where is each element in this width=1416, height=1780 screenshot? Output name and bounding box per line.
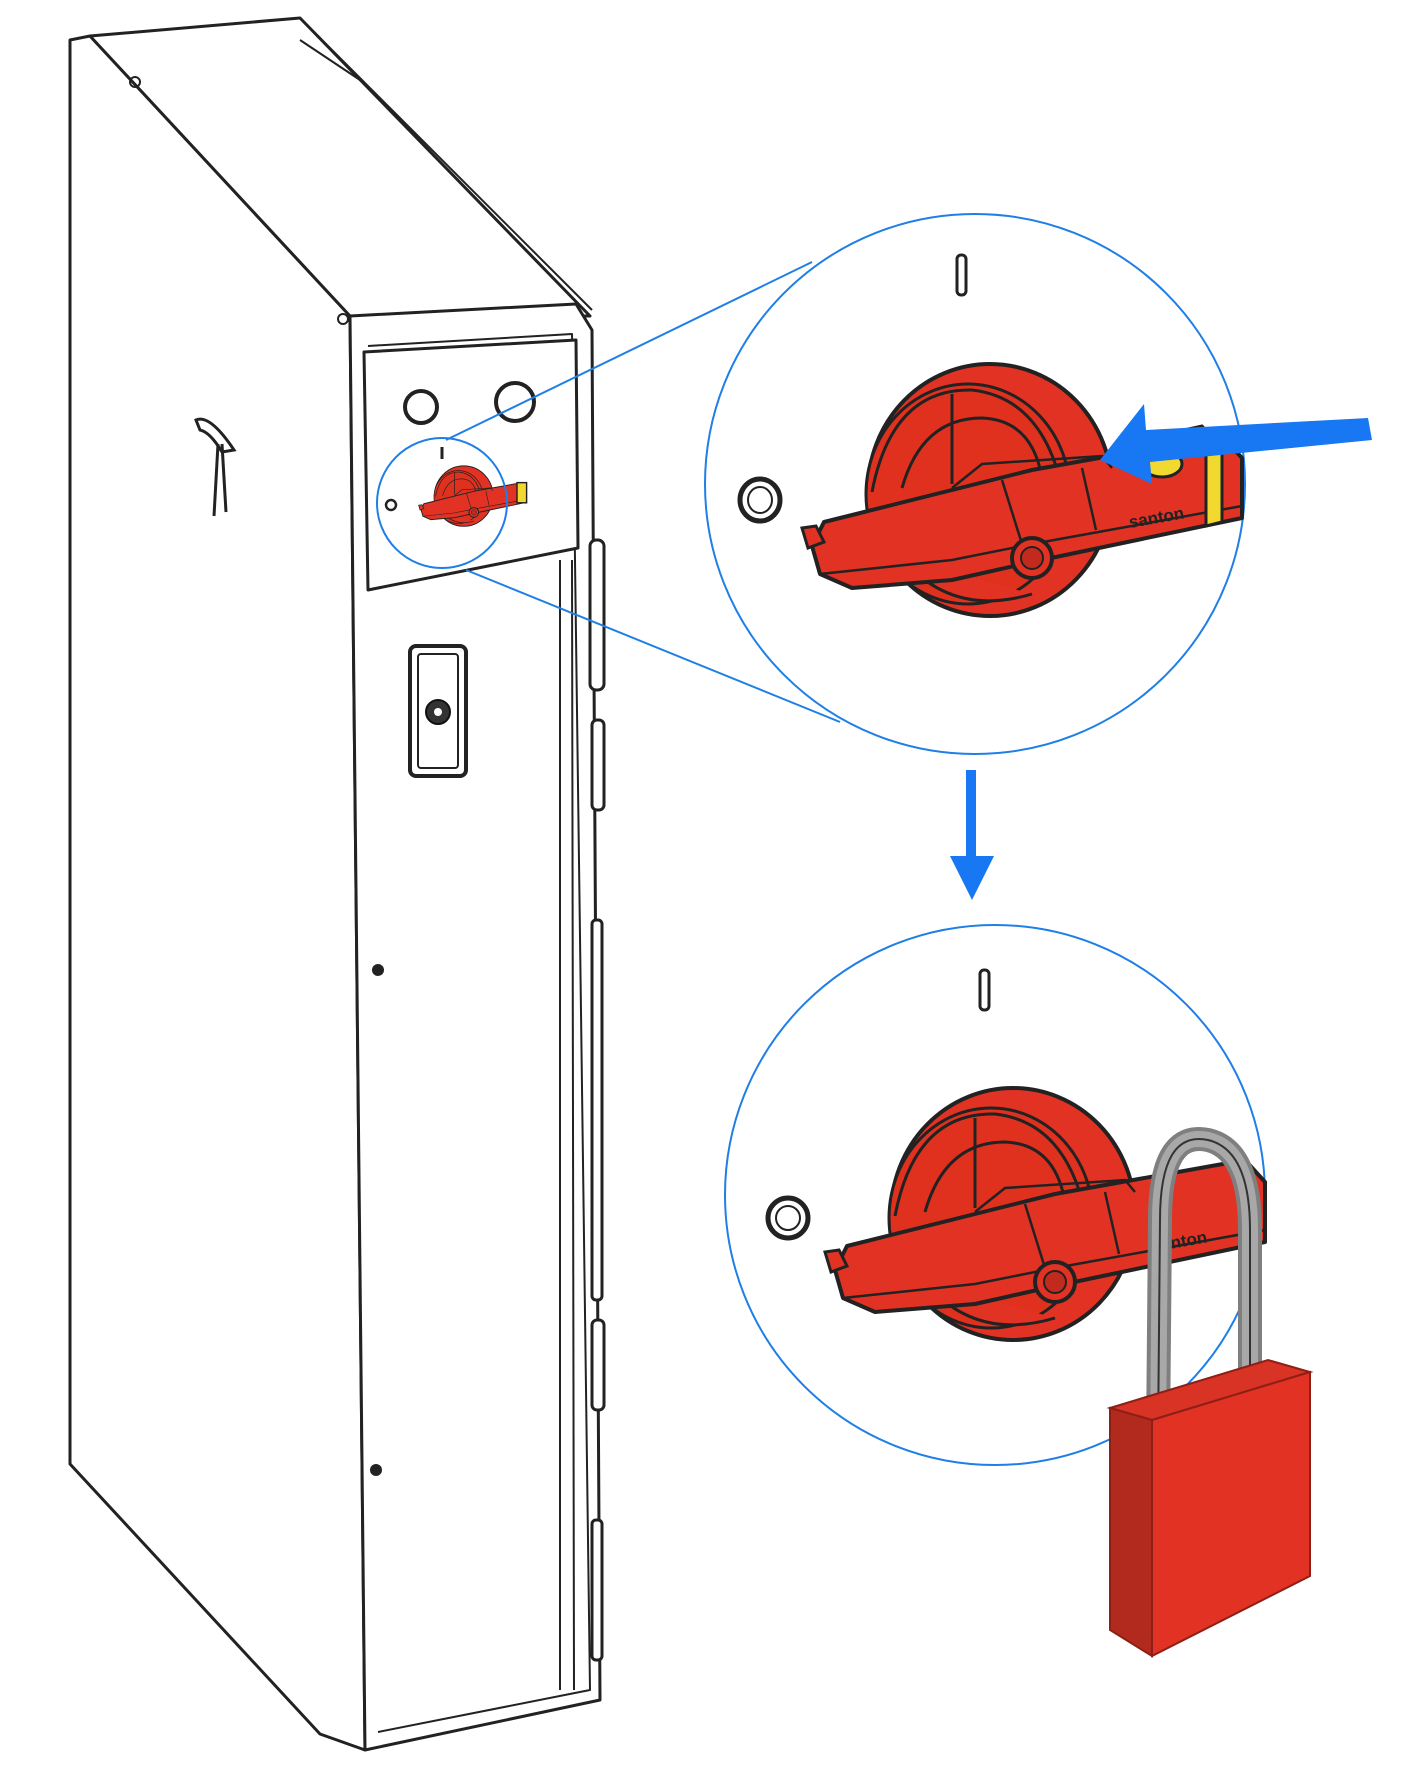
- brand-logo-icon: [194, 417, 237, 517]
- indicator-light-2: [494, 381, 536, 423]
- arrow-down-icon: [950, 770, 994, 900]
- arrow-left-icon: [1100, 404, 1372, 484]
- cabinet-switch[interactable]: [418, 465, 528, 527]
- zoom-view-locked: santon: [724, 924, 1267, 1466]
- zoom-view-unlocked: santon: [704, 213, 1246, 755]
- on-position-mark: [978, 968, 991, 1012]
- electrical-cabinet: [68, 16, 606, 1752]
- on-position-mark: [955, 253, 968, 297]
- key-lock-panel: [408, 644, 468, 778]
- screw: [372, 964, 384, 976]
- indicator-light-1: [403, 389, 439, 425]
- off-position-mark: [765, 1195, 811, 1241]
- screw: [129, 76, 141, 88]
- cabinet-switch-off-mark: [384, 498, 398, 512]
- screw: [337, 313, 349, 325]
- callout-source-circle: [376, 437, 508, 569]
- door-hinges: [588, 538, 606, 1662]
- off-position-mark: [737, 476, 783, 524]
- screw: [370, 1464, 382, 1476]
- callout-connector-lines: [445, 261, 841, 723]
- padlock-icon: [1106, 1127, 1314, 1658]
